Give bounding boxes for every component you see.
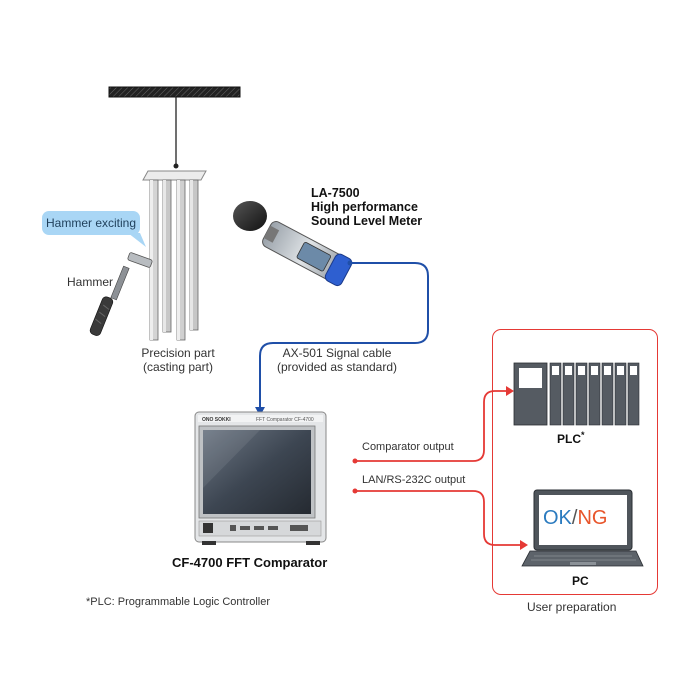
hammer-label: Hammer: [67, 275, 114, 289]
comparator-output-line: [352, 386, 514, 464]
meter-desc-line1: High performance: [311, 200, 418, 214]
precision-part-icon: [142, 170, 207, 341]
plc-footnote-mark: *: [581, 430, 585, 440]
wire-knot: [173, 163, 179, 169]
laptop-icon: [521, 489, 644, 567]
plc-label-text: PLC: [557, 432, 581, 446]
comparator-name-label: CF-4700 FFT Comparator: [172, 555, 328, 570]
ceiling-mount: [108, 86, 241, 98]
hammer-exciting-callout: Hammer exciting: [42, 211, 140, 235]
signal-cable-line: [259, 262, 429, 410]
callout-pointer: [128, 233, 146, 247]
lan-output-label: LAN/RS-232C output: [362, 474, 466, 486]
pc-screen-status: OK/NG: [543, 507, 607, 530]
user-preparation-label: User preparation: [527, 600, 617, 614]
comparator-panel-text: FFT Comparator CF-4700: [256, 417, 314, 423]
plc-icon: [513, 362, 640, 426]
plc-label: PLC*: [557, 430, 585, 446]
signal-cable-origin: [347, 260, 353, 266]
hammer-icon: [89, 252, 153, 336]
lan-output-line: [352, 488, 528, 550]
user-preparation-box: [492, 329, 658, 595]
meter-model-label: LA-7500: [311, 186, 360, 200]
signal-cable-label-line1: AX-501 Signal cable: [282, 346, 392, 360]
comparator-brand-text: ONO SOKKI: [202, 417, 231, 423]
screen-slash-text: /: [571, 507, 578, 529]
precision-part-label-line2: (casting part): [142, 360, 214, 374]
plc-footnote: *PLC: Programmable Logic Controller: [86, 596, 271, 608]
fft-comparator-icon: [194, 411, 327, 545]
signal-cable-label-line2: (provided as standard): [276, 360, 398, 374]
pc-label: PC: [572, 574, 589, 588]
meter-desc-line2: Sound Level Meter: [311, 214, 423, 228]
screen-ok-text: OK: [543, 507, 572, 529]
sound-level-meter-icon: [233, 201, 353, 287]
comparator-output-label: Comparator output: [362, 441, 454, 453]
precision-part-label-line1: Precision part: [141, 346, 215, 360]
screen-ng-text: NG: [577, 507, 608, 529]
